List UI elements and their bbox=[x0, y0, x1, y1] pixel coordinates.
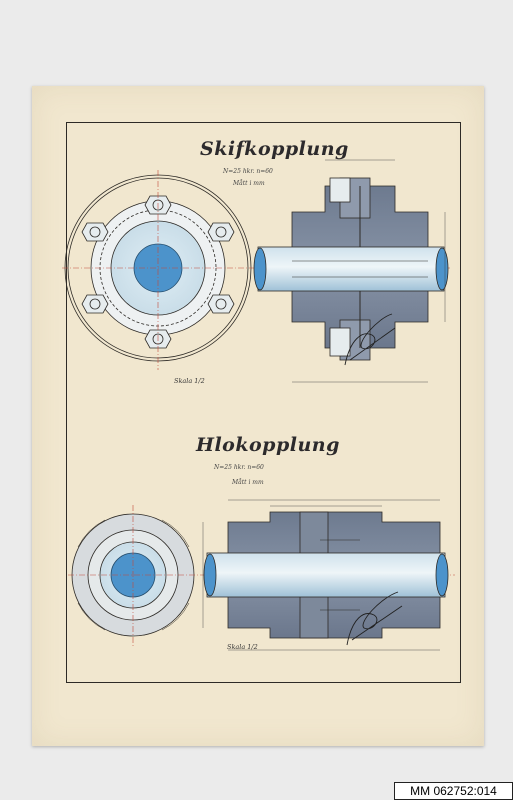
drawing-border-frame bbox=[66, 122, 461, 683]
note-bottom-units: Mått i mm bbox=[232, 479, 264, 486]
scale-bottom: Skala 1/2 bbox=[227, 643, 258, 651]
flange-coupling-section bbox=[253, 177, 449, 361]
title-sleeve-coupling: Hlokopplung bbox=[196, 434, 340, 456]
drawing-sheet bbox=[32, 86, 484, 746]
scale-top: Skala 1/2 bbox=[174, 377, 205, 385]
dimension-lines-top bbox=[292, 159, 446, 383]
sleeve-coupling-section bbox=[203, 511, 449, 639]
signature-bottom bbox=[346, 591, 403, 646]
note-top-power: N=25 hkr. n=60 bbox=[223, 168, 273, 175]
catalog-number-label: MM 062752:014 bbox=[394, 782, 513, 800]
title-flange-coupling: Skifkopplung bbox=[200, 138, 349, 160]
dimension-lines-bottom bbox=[202, 499, 440, 651]
signature-top bbox=[344, 313, 396, 366]
note-top-units: Mått i mm bbox=[233, 180, 265, 187]
note-bottom-power: N=25 hkr. n=60 bbox=[214, 464, 264, 471]
